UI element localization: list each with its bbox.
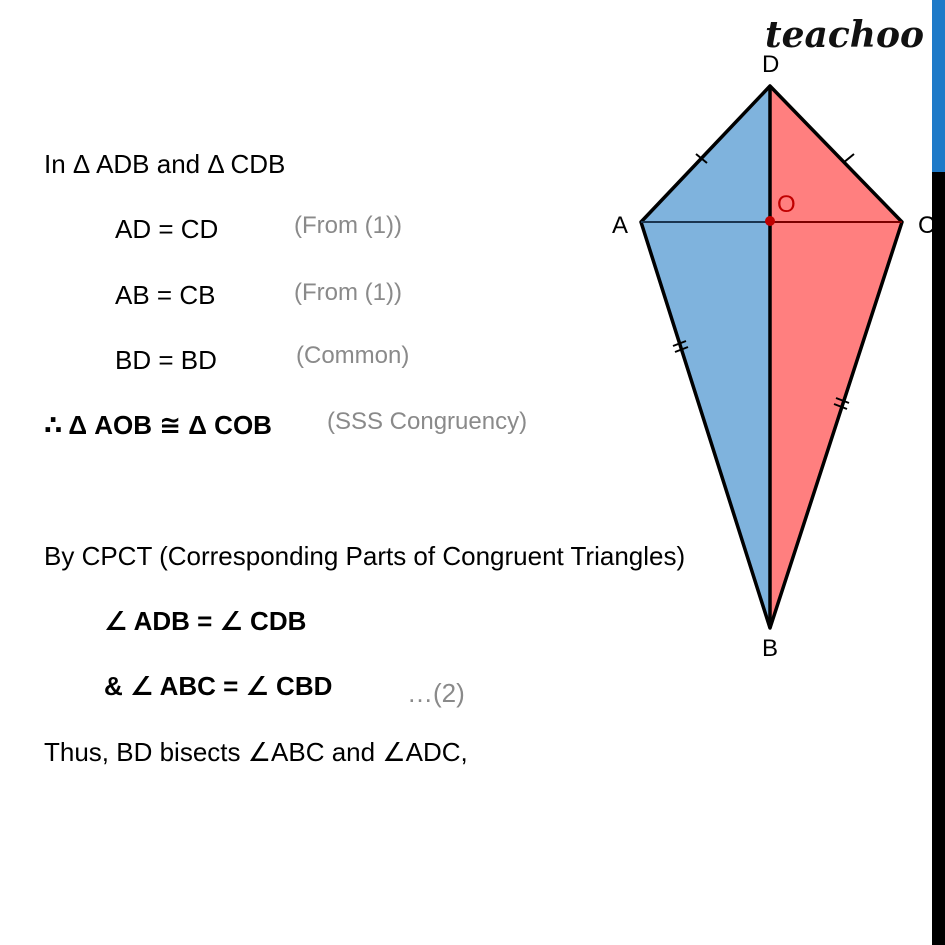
cpct-line: By CPCT (Corresponding Parts of Congruen… [44, 541, 686, 571]
label-d: D [762, 51, 779, 78]
result-2: & ∠ ABC = ∠ CBD [104, 671, 333, 701]
accent-bar [932, 0, 945, 172]
conclusion: ∴ Δ AOB ≅ Δ COB [44, 410, 272, 440]
conclusion-reason: (SSS Congruency) [327, 408, 528, 435]
tick-cd [842, 153, 855, 164]
step-3-reason: (Common) [296, 342, 410, 369]
proof-heading: In Δ ADB and Δ CDB [44, 149, 286, 179]
label-b: B [762, 635, 778, 662]
point-o [765, 216, 775, 226]
triangle-cdb-fill [770, 86, 902, 628]
step-2-statement: AB = CB [115, 280, 216, 310]
result-1: ∠ ADB = ∠ CDB [104, 606, 307, 636]
tick-ab-2 [674, 346, 689, 353]
tick-ab-1 [672, 340, 687, 347]
tick-cb-1 [835, 397, 850, 404]
step-1-statement: AD = CD [115, 214, 219, 244]
tick-ad [695, 153, 708, 164]
side-bar [932, 172, 945, 945]
label-c: C [918, 212, 935, 239]
final-statement: Thus, BD bisects ∠ABC and ∠ADC, [44, 737, 468, 767]
step-3-statement: BD = BD [115, 345, 217, 375]
label-o: O [777, 191, 796, 218]
step-2-reason: (From (1)) [294, 279, 402, 306]
teachoo-logo: teachoo [765, 14, 924, 56]
result-2-ref: …(2) [407, 678, 465, 708]
tick-cb-2 [833, 403, 848, 410]
step-1-reason: (From (1)) [294, 212, 402, 239]
label-a: A [612, 212, 628, 239]
